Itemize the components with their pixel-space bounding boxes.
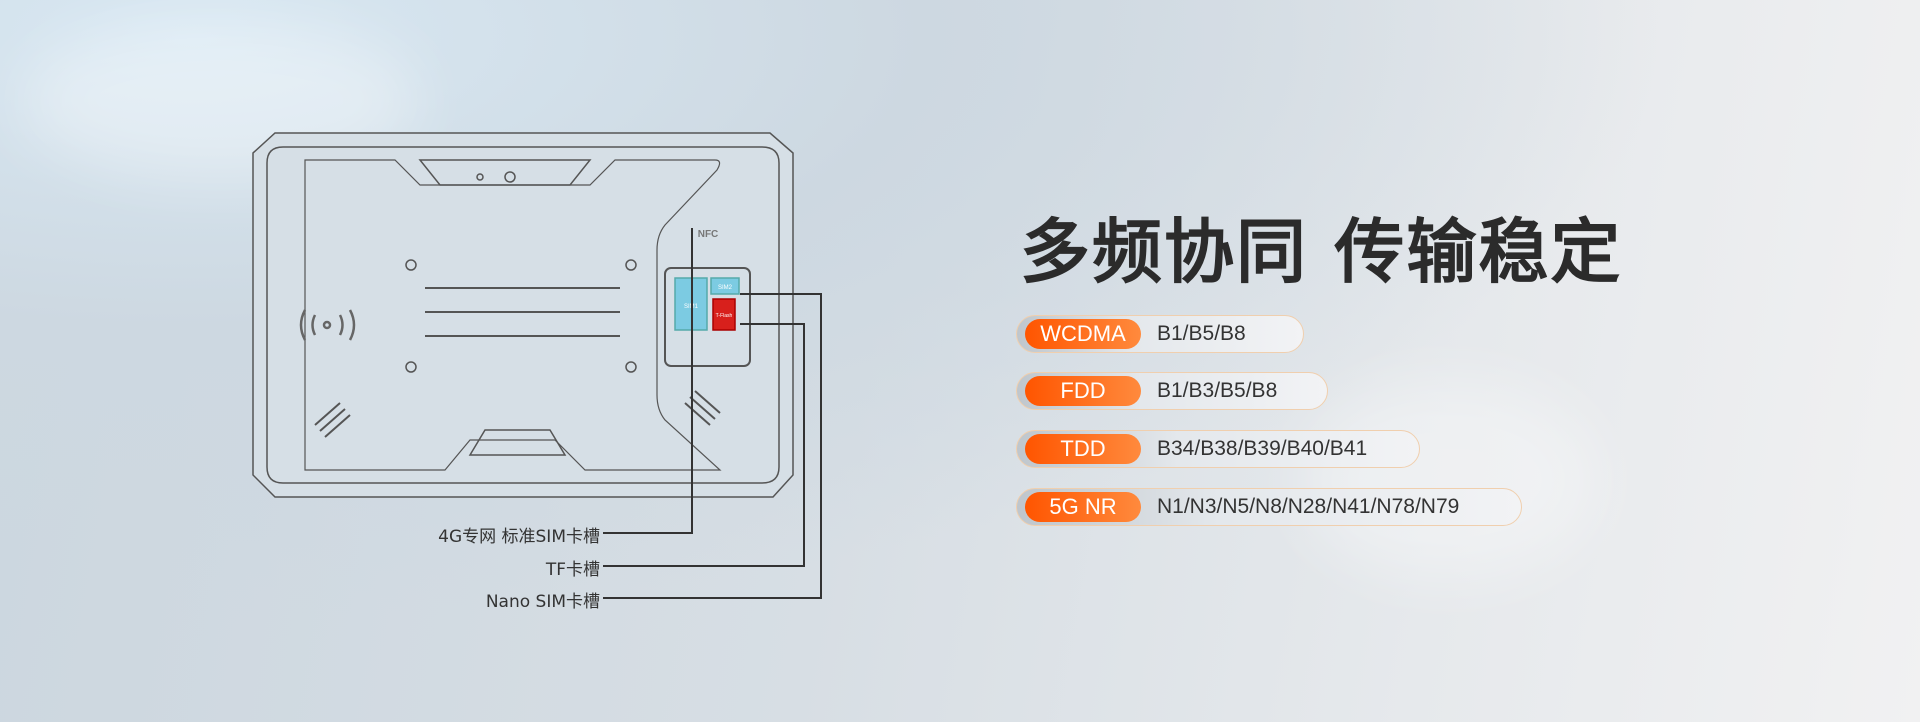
callout-tf-slot: TF卡槽 bbox=[545, 560, 600, 580]
sim2-label: SIM2 bbox=[718, 285, 733, 291]
band-values: B1/B3/B5/B8 bbox=[1157, 379, 1278, 402]
band-tag: 5G NR bbox=[1025, 492, 1141, 522]
band-row-fdd: FDD B1/B3/B5/B8 bbox=[1016, 372, 1328, 410]
callout-nano-sim-slot: Nano SIM卡槽 bbox=[485, 592, 600, 612]
band-values: B34/B38/B39/B40/B41 bbox=[1157, 437, 1368, 460]
background-glow bbox=[1300, 380, 1600, 580]
band-values: B1/B5/B8 bbox=[1157, 322, 1246, 345]
band-row-tdd: TDD B34/B38/B39/B40/B41 bbox=[1016, 430, 1420, 468]
band-tag: WCDMA bbox=[1025, 319, 1141, 349]
band-row-wcdma: WCDMA B1/B5/B8 bbox=[1016, 315, 1304, 353]
headline: 多频协同 传输稳定 bbox=[1020, 211, 1623, 293]
band-tag: FDD bbox=[1025, 376, 1141, 406]
band-tag: TDD bbox=[1025, 434, 1141, 464]
band-values: N1/N3/N5/N8/N28/N41/N78/N79 bbox=[1157, 495, 1460, 518]
tf-label: T-Flash bbox=[716, 313, 733, 319]
nfc-label: NFC bbox=[698, 229, 719, 240]
band-row-5g-nr: 5G NR N1/N3/N5/N8/N28/N41/N78/N79 bbox=[1016, 488, 1522, 526]
callout-sim-slot: 4G专网 标准SIM卡槽 bbox=[438, 527, 600, 547]
